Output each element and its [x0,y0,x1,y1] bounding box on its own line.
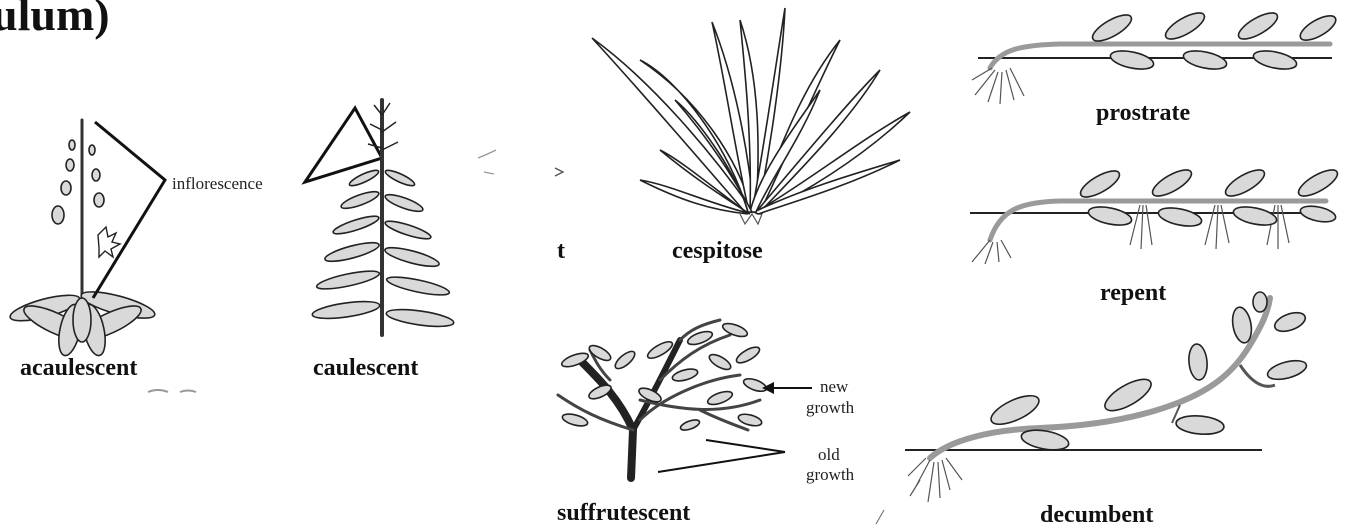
cropped-fragment [555,168,563,176]
cropped-fragment [148,390,196,392]
caulescent-label: caulescent [313,355,418,381]
prostrate-label: prostrate [1096,100,1191,126]
caulescent-illustration [311,100,454,335]
cespitose-illustration [592,8,910,224]
old-growth-label-2: growth [806,465,855,484]
repent-label: repent [1100,280,1166,306]
heading-fragment: ulum) [0,0,110,40]
cespitose-label: cespitose [672,238,763,264]
repent-illustration [970,165,1341,264]
cropped-fragment [876,510,884,524]
new-growth-label-1: new [820,377,849,396]
suffrutescent-label: suffrutescent [557,500,690,526]
prostrate-illustration [972,8,1339,104]
inflorescence-label: inflorescence [172,174,263,193]
decumbent-illustration [905,292,1308,502]
decumbent-label: decumbent [1040,502,1153,528]
old-growth-pointer [658,440,785,472]
inflorescence-bracket-acaulescent [93,122,165,298]
new-growth-label-2: growth [806,398,855,417]
suffrutescent-illustration [558,320,768,478]
acaulescent-label: acaulescent [20,355,137,381]
cropped-fragment [478,150,496,174]
old-growth-label-1: old [818,445,840,464]
left-fragment-label: t [557,238,565,264]
